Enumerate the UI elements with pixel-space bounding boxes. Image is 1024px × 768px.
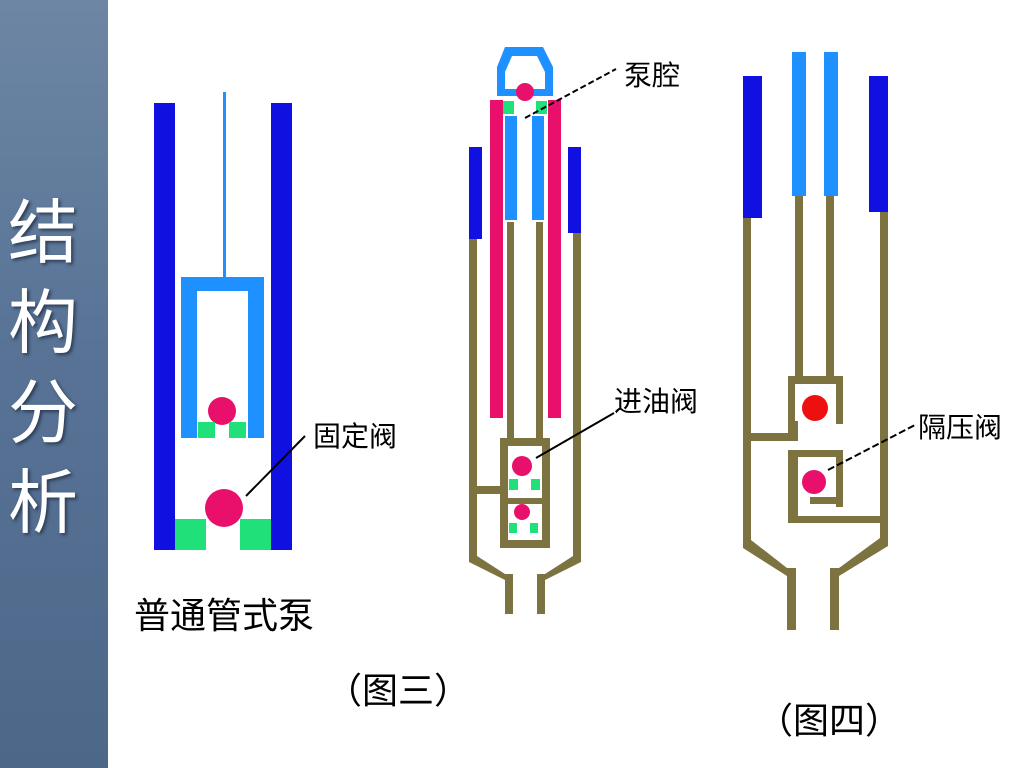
bottom-taper-left xyxy=(469,556,513,614)
inlet-valve-leader-line xyxy=(535,412,615,459)
barrel-right-wall xyxy=(548,100,561,418)
isolation-valve-label: 隔压阀 xyxy=(918,411,1002,444)
sidebar-title-char: 结 xyxy=(8,192,78,274)
plunger-right-wall xyxy=(824,52,838,196)
plunger-left-wall xyxy=(505,116,517,220)
upper-valve-cage xyxy=(788,376,843,424)
fixed-valve-ball xyxy=(205,489,243,527)
lower-valve-seat-right xyxy=(530,523,538,533)
figure4-caption: （图四） xyxy=(757,701,901,742)
plunger-left-wall xyxy=(792,52,806,196)
plunger xyxy=(181,277,264,438)
pump-chamber-leader-line xyxy=(524,68,617,119)
inlet-valve-seat-left xyxy=(509,479,518,490)
inner-tube-left xyxy=(507,222,514,442)
figure3-caption: （图三） xyxy=(326,671,470,712)
sidebar-title-char: 构 xyxy=(8,282,78,364)
figure4-diagram: 隔压阀 xyxy=(743,52,1002,630)
barrel-right-wall xyxy=(271,103,292,550)
lower-valve-seat-left xyxy=(509,523,517,533)
ordinary-pump-diagram: 固定阀 xyxy=(154,92,397,550)
plunger-valve-seat-right xyxy=(229,422,246,438)
outer-tube-right xyxy=(573,233,581,559)
sucker-rod xyxy=(223,92,226,278)
upper-valve-ball xyxy=(802,395,828,421)
ordinary-pump-caption: 普通管式泵 xyxy=(134,596,314,637)
outer-tube-right-top xyxy=(568,147,581,233)
barrel-left-wall xyxy=(154,103,175,550)
inlet-valve-seat-right xyxy=(531,479,540,490)
valve-cage-right xyxy=(542,438,550,548)
side-passage xyxy=(477,486,508,494)
passage-joint xyxy=(788,421,798,441)
figure3-diagram: 泵腔 进油阀 xyxy=(469,47,698,614)
lower-valve-ball xyxy=(514,504,530,520)
fixed-valve-label: 固定阀 xyxy=(313,420,397,453)
side-passage xyxy=(751,433,796,441)
inlet-valve-label: 进油阀 xyxy=(614,385,698,418)
top-valve-seat-left xyxy=(503,101,514,114)
outer-tube-left-top xyxy=(469,147,482,239)
valve-cage-left xyxy=(500,438,550,548)
top-valve-seat-right xyxy=(536,101,547,114)
plunger-valve-ball xyxy=(208,397,236,425)
barrel-left-wall xyxy=(490,100,503,418)
outer-tube-left-top xyxy=(743,76,762,218)
lower-valve-cage xyxy=(788,450,880,523)
inner-tube-right xyxy=(536,222,543,442)
isolation-valve-leader-line xyxy=(827,424,916,471)
fixed-valve-leader-line xyxy=(245,435,306,497)
plunger-right-wall xyxy=(532,116,544,220)
inner-tube-right xyxy=(826,196,834,376)
outer-tube-left xyxy=(743,218,751,544)
isolation-valve-ball xyxy=(802,470,826,494)
fixed-valve-seat-left xyxy=(175,519,206,550)
sidebar-title: 结 构 分 析 xyxy=(0,188,86,548)
sidebar-title-char: 析 xyxy=(8,462,78,544)
fixed-valve-seat-right xyxy=(240,519,271,550)
sidebar-band: 结 构 分 析 xyxy=(0,0,108,768)
pump-chamber-label: 泵腔 xyxy=(624,59,680,92)
pump-chamber-ball xyxy=(516,83,534,101)
outer-tube-right xyxy=(880,212,888,542)
bottom-taper-right xyxy=(830,538,888,630)
plunger-valve-seat-left xyxy=(198,422,215,438)
plunger-top-cap-inner xyxy=(505,56,545,89)
inlet-valve-ball xyxy=(512,456,532,476)
outer-tube-right-top xyxy=(869,76,888,212)
outer-tube-left xyxy=(469,239,477,559)
inner-tube-left xyxy=(795,196,803,376)
lower-valve-cage-right xyxy=(836,450,843,507)
sidebar-title-char: 分 xyxy=(8,372,78,454)
valve-cage-partition xyxy=(508,498,542,504)
bottom-taper-right xyxy=(537,556,581,614)
lower-valve-seat-bar xyxy=(810,497,843,504)
bottom-taper-left xyxy=(743,540,796,630)
